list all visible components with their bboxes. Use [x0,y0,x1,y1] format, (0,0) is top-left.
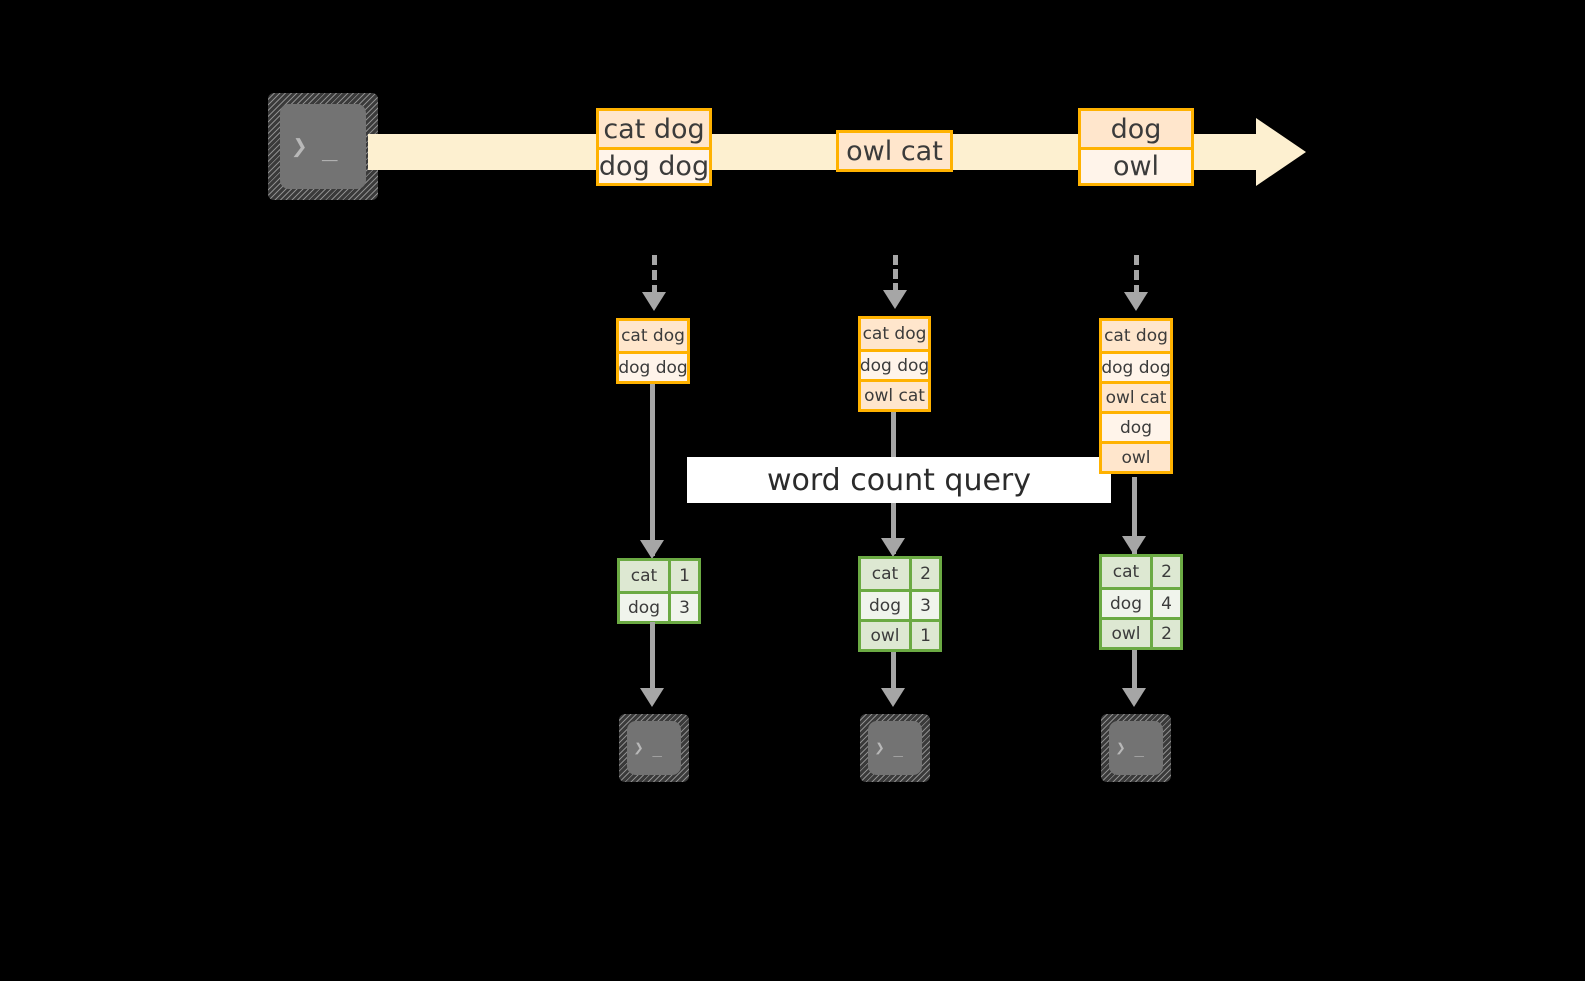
consumer-terminal-icon-2: ❯ _ [860,714,930,782]
count-cell: 1 [668,561,698,591]
stream-right-arrow-icon [1256,118,1306,186]
snapshot-box-2: cat dog dog dog owl cat [858,316,931,412]
output-arrow-head-3 [1122,688,1146,707]
word-cell: cat [861,559,909,589]
table-row: owl 2 [1102,617,1180,647]
stream-record-line: dog [1081,111,1191,147]
snapshot-line: cat dog [1102,321,1170,351]
word-cell: dog [1102,590,1150,617]
stream-record-line: dog dog [599,147,709,183]
tap-arrow-line-1 [652,255,657,295]
table-row: dog 3 [620,591,698,621]
snapshot-line: dog dog [860,349,929,379]
snapshot-line: dog [1102,411,1170,441]
producer-terminal-icon: ❯ _ [268,93,378,200]
consumer-terminal-icon-3: ❯ _ [1101,714,1171,782]
word-count-query-banner: word count query [687,457,1111,503]
stream-record-line: owl [1081,147,1191,183]
tap-arrow-head-3 [1124,292,1148,311]
output-arrow-head-2 [881,688,905,707]
output-arrow-line-1 [650,622,655,694]
word-cell: owl [861,622,909,649]
terminal-prompt-glyph: ❯ _ [633,738,664,757]
count-cell: 3 [909,592,939,619]
query-arrow-head-2 [881,538,905,557]
word-cell: cat [1102,557,1150,587]
output-arrow-line-3 [1132,650,1137,694]
result-table-2: cat 2 dog 3 owl 1 [858,556,942,652]
snapshot-line: cat dog [619,321,687,351]
table-row: cat 2 [1102,557,1180,587]
snapshot-line: owl cat [861,379,928,409]
result-table-1: cat 1 dog 3 [617,558,701,624]
query-arrow-line-3 [1132,477,1137,554]
count-cell: 2 [1150,620,1180,647]
snapshot-box-1: cat dog dog dog [616,318,690,384]
count-cell: 4 [1150,590,1180,617]
query-arrow-head-3 [1122,536,1146,555]
table-row: cat 1 [620,561,698,591]
stream-record-2: owl cat [836,130,953,172]
producer-terminal-screen: ❯ _ [280,104,366,189]
tap-arrow-line-3 [1134,255,1139,295]
snapshot-line: owl cat [1102,381,1170,411]
word-cell: cat [620,561,668,591]
table-row: dog 4 [1102,587,1180,617]
word-count-query-label: word count query [766,462,1032,498]
table-row: dog 3 [861,589,939,619]
word-cell: owl [1102,620,1150,647]
output-arrow-line-2 [891,652,896,694]
snapshot-line: dog dog [1101,351,1171,381]
snapshot-line: owl [1102,441,1170,471]
count-cell: 1 [909,622,939,649]
tap-arrow-line-2 [893,255,898,293]
tap-arrow-head-2 [883,290,907,309]
terminal-prompt-glyph: ❯ _ [290,131,341,162]
result-table-3: cat 2 dog 4 owl 2 [1099,554,1183,650]
query-arrow-head-1 [640,540,664,559]
tap-arrow-head-1 [642,292,666,311]
consumer-terminal-screen: ❯ _ [1109,721,1163,775]
stream-record-line: owl cat [839,133,950,169]
snapshot-line: dog dog [618,351,688,381]
count-cell: 2 [1150,557,1180,587]
word-cell: dog [861,592,909,619]
snapshot-line: cat dog [861,319,928,349]
query-arrow-line-1 [650,384,655,556]
table-row: owl 1 [861,619,939,649]
count-cell: 2 [909,559,939,589]
table-row: cat 2 [861,559,939,589]
terminal-prompt-glyph: ❯ _ [1115,738,1146,757]
consumer-terminal-screen: ❯ _ [868,721,922,775]
word-cell: dog [620,594,668,621]
consumer-terminal-icon-1: ❯ _ [619,714,689,782]
terminal-prompt-glyph: ❯ _ [874,738,905,757]
stream-record-line: cat dog [599,111,709,147]
stream-record-1: cat dog dog dog [596,108,712,186]
consumer-terminal-screen: ❯ _ [627,721,681,775]
stream-record-3: dog owl [1078,108,1194,186]
output-arrow-head-1 [640,688,664,707]
count-cell: 3 [668,594,698,621]
snapshot-box-3: cat dog dog dog owl cat dog owl [1099,318,1173,474]
